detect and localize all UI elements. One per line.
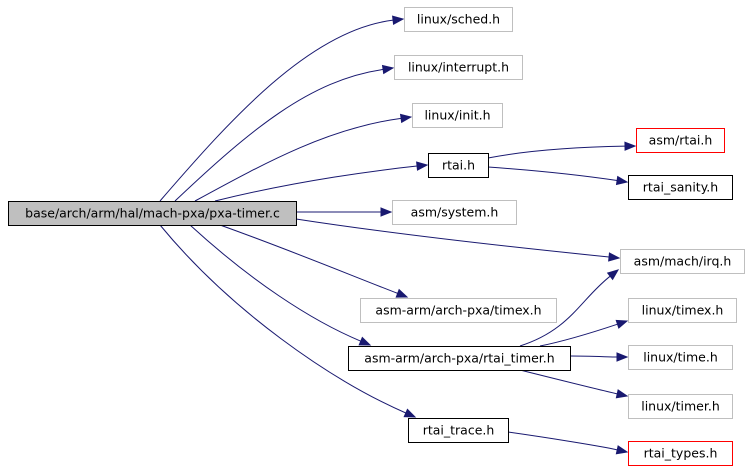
node-linuxtimex[interactable]: linux/timex.h xyxy=(628,298,737,323)
arrowhead xyxy=(608,252,621,262)
node-linuxtime[interactable]: linux/time.h xyxy=(628,345,733,370)
node-box xyxy=(628,441,733,466)
edge-line xyxy=(219,224,398,294)
node-init[interactable]: linux/init.h xyxy=(412,103,503,128)
edge-rtaitimer-to-linuxtimer xyxy=(519,369,629,399)
node-asmrtai[interactable]: asm/rtai.h xyxy=(636,128,725,153)
nodes-layer: base/arch/arm/hal/mach-pxa/pxa-timer.c li… xyxy=(8,7,745,466)
edge-line xyxy=(174,68,384,202)
edge-trace-to-types xyxy=(507,431,629,455)
edge-line xyxy=(487,145,626,159)
node-box xyxy=(392,200,517,225)
node-rtaitimer[interactable]: asm-arm/arch-pxa/rtai_timer.h xyxy=(348,346,571,371)
node-sched[interactable]: linux/sched.h xyxy=(404,7,513,32)
node-types[interactable]: rtai_types.h xyxy=(628,441,733,466)
node-label: asm/mach/irq.h xyxy=(634,254,732,269)
edge-rtai-to-asmrtai xyxy=(487,141,637,159)
edge-rtaitimer-to-linuxtimex xyxy=(539,319,629,347)
arrowhead xyxy=(358,336,372,346)
edge-root-to-timexpxa xyxy=(219,224,409,298)
edge-line xyxy=(295,218,610,258)
arrowhead xyxy=(381,64,395,75)
edge-root-to-trace xyxy=(159,224,417,418)
arrowhead xyxy=(624,141,637,151)
node-label: linux/sched.h xyxy=(417,12,500,27)
edge-root-to-system xyxy=(296,207,393,217)
edges-layer xyxy=(159,15,637,455)
arrowhead xyxy=(615,175,629,186)
node-rtai[interactable]: rtai.h xyxy=(428,153,489,178)
node-box xyxy=(628,175,733,200)
node-box xyxy=(412,103,503,128)
arrowhead xyxy=(615,319,629,329)
edge-line xyxy=(487,166,618,182)
node-label: linux/init.h xyxy=(424,108,490,123)
edge-rtai-to-sanity xyxy=(487,166,629,186)
edge-rtaitimer-to-linuxtime xyxy=(569,352,629,362)
node-label: linux/timer.h xyxy=(641,399,720,414)
node-box xyxy=(428,153,489,178)
node-label: linux/interrupt.h xyxy=(408,60,509,75)
node-timexpxa[interactable]: asm-arm/arch-pxa/timex.h xyxy=(360,298,557,323)
edge-line xyxy=(189,224,361,342)
node-root: base/arch/arm/hal/mach-pxa/pxa-timer.c xyxy=(8,201,297,226)
node-box xyxy=(348,346,571,371)
edge-root-to-irq xyxy=(295,218,621,262)
edge-line xyxy=(519,369,618,395)
edge-line xyxy=(569,355,618,358)
arrowhead xyxy=(615,389,629,399)
node-label: linux/time.h xyxy=(643,350,718,365)
node-system[interactable]: asm/system.h xyxy=(392,200,517,225)
arrowhead xyxy=(403,408,417,418)
arrowhead xyxy=(395,288,409,298)
edge-root-to-rtai xyxy=(214,161,429,202)
node-label: linux/timex.h xyxy=(642,303,724,318)
edge-line xyxy=(519,275,611,347)
node-box xyxy=(408,418,509,443)
node-box xyxy=(8,201,297,226)
node-box xyxy=(628,345,733,370)
node-label: rtai_trace.h xyxy=(423,423,495,438)
node-label: rtai_sanity.h xyxy=(643,180,718,195)
node-trace[interactable]: rtai_trace.h xyxy=(408,418,509,443)
edge-line xyxy=(539,323,618,347)
node-label: rtai_types.h xyxy=(644,446,718,461)
edge-line xyxy=(507,431,618,451)
node-box xyxy=(404,7,513,32)
node-label: asm/system.h xyxy=(411,205,499,220)
arrowhead xyxy=(399,113,413,124)
node-box xyxy=(360,298,557,323)
node-label: asm-arm/arch-pxa/rtai_timer.h xyxy=(364,351,554,366)
node-box xyxy=(620,249,745,274)
arrowhead xyxy=(616,352,629,362)
node-linuxtimer[interactable]: linux/timer.h xyxy=(628,394,733,419)
arrowhead xyxy=(606,269,620,281)
node-irq[interactable]: asm/mach/irq.h xyxy=(620,249,745,274)
edge-line xyxy=(214,165,418,202)
edge-root-to-rtaitimer xyxy=(189,224,372,346)
node-box xyxy=(628,298,737,323)
node-interrupt[interactable]: linux/interrupt.h xyxy=(394,55,523,80)
edge-root-to-sched xyxy=(159,15,405,202)
edge-rtaitimer-to-irq xyxy=(519,269,620,347)
arrowhead xyxy=(392,15,405,25)
node-label: base/arch/arm/hal/mach-pxa/pxa-timer.c xyxy=(25,206,280,221)
node-label: rtai.h xyxy=(442,158,475,173)
arrowhead xyxy=(416,161,429,171)
edge-line xyxy=(159,19,394,202)
arrowhead xyxy=(615,445,629,455)
arrowhead xyxy=(380,207,393,217)
edge-root-to-init xyxy=(194,113,413,202)
edge-root-to-interrupt xyxy=(174,64,395,202)
edge-line xyxy=(159,224,407,414)
node-box xyxy=(636,128,725,153)
node-label: asm-arm/arch-pxa/timex.h xyxy=(375,303,541,318)
node-box xyxy=(394,55,523,80)
node-box xyxy=(628,394,733,419)
edge-line xyxy=(194,117,402,202)
node-label: asm/rtai.h xyxy=(649,133,713,148)
node-sanity[interactable]: rtai_sanity.h xyxy=(628,175,733,200)
